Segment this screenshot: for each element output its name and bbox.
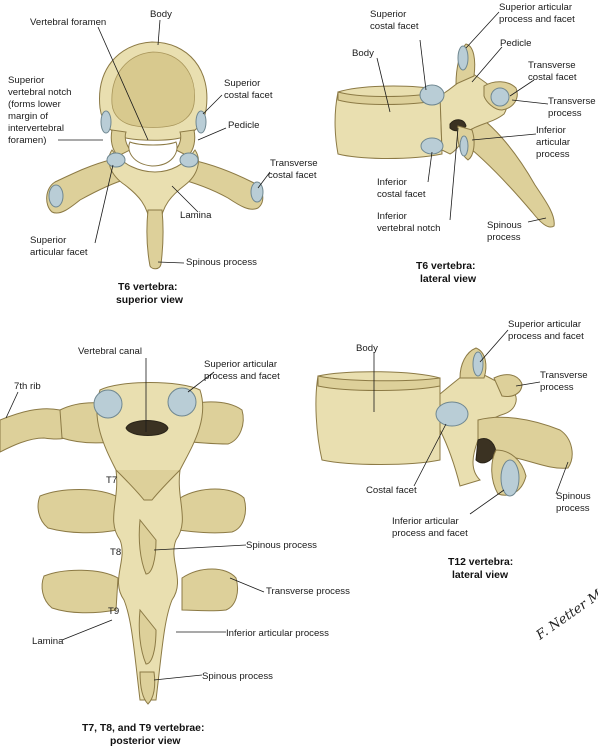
posterior-caption-line2: posterior view (110, 736, 181, 747)
t6-lat-label-inferior-notch-1: Inferior (377, 211, 408, 222)
posterior-label-inferior-articular: Inferior articular process (226, 628, 329, 639)
posterior-label-superior-articular-1: Superior articular (204, 359, 278, 370)
t12-lat-costal-facet (435, 401, 469, 427)
posterior-caption-line1: T7, T8, and T9 vertebrae: (82, 723, 204, 734)
t12-lat-label-transverse-1: Transverse (540, 370, 588, 381)
t6-sup-transverse-costal-facet-right (250, 181, 264, 203)
t6-lat-caption-line1: T6 vertebra: (416, 261, 475, 272)
posterior-label-t9: T9 (108, 606, 119, 617)
t6-sup-label-superior-notch-4: margin of (8, 111, 48, 122)
t7-superior-articular-facet-left (93, 389, 123, 419)
t6-lat-label-inferior-articular-3: process (536, 149, 570, 160)
t6-lat-superior-articular-facet (457, 45, 469, 71)
t6-lat-label-superior-costal-2: costal facet (370, 21, 419, 32)
t6-lat-transverse-costal-facet (490, 87, 510, 107)
posterior-label-lamina: Lamina (32, 636, 64, 647)
posterior-label-vertebral-canal: Vertebral canal (78, 346, 142, 357)
t6-sup-label-superior-notch-6: foramen) (8, 135, 46, 146)
t12-lat-superior-articular-facet (472, 351, 484, 377)
t7-spinous-process (138, 518, 157, 575)
t12-lat-label-spinous-2: process (556, 503, 590, 514)
t12-lat-label-inferior-articular-1: Inferior articular (392, 516, 459, 527)
t6-lat-caption-line2: lateral view (420, 274, 477, 285)
t6-lat-label-inferior-notch-2: vertebral notch (377, 223, 440, 234)
t6-lat-superior-costal-facet (419, 84, 445, 106)
t12-lat-inferior-articular-facet (500, 459, 520, 497)
t6-lat-label-inferior-costal-1: Inferior (377, 177, 408, 188)
t6-sup-spinous-process (146, 209, 164, 270)
t12-lat-caption-line2: lateral view (452, 570, 509, 581)
t12-lat-label-inferior-articular-2: process and facet (392, 528, 468, 539)
t6-lat-inferior-costal-facet (420, 137, 444, 155)
t6-lat-label-superior-costal-1: Superior (370, 9, 407, 20)
t12-lat-label-superior-articular-1: Superior articular (508, 319, 582, 330)
netter-signature: F. Netter M.D. (533, 577, 598, 644)
posterior-label-superior-articular-2: process and facet (204, 371, 280, 382)
posterior-label-seventh-rib: 7th rib (14, 381, 41, 392)
t12-lat-label-body: Body (356, 343, 378, 354)
t6-sup-caption-line1: T6 vertebra: (118, 282, 177, 293)
t6-sup-label-superior-notch-2: vertebral notch (8, 87, 71, 98)
t12-lat-label-spinous-1: Spinous (556, 491, 591, 502)
t8-spinous-process (138, 608, 157, 665)
t12-lat-label-superior-articular-2: process and facet (508, 331, 584, 342)
t6-sup-label-superior-articular-2: articular facet (30, 247, 88, 258)
t6-sup-label-superior-articular-1: Superior (30, 235, 67, 246)
t6-sup-label-superior-costal-1: Superior (224, 78, 261, 89)
t6-sup-label-pedicle: Pedicle (228, 120, 259, 131)
t6-lat-label-superior-articular-2: process and facet (499, 14, 575, 25)
t6-sup-label-superior-notch-3: (forms lower (8, 99, 62, 110)
signature-text: F. Netter M.D. (533, 577, 598, 644)
t6-sup-label-transverse-costal-1: Transverse (270, 158, 318, 169)
t6-sup-superior-costal-facet-left (100, 110, 112, 134)
t6-lat-label-transverse-costal-2: costal facet (528, 72, 577, 83)
t6-lat-label-body: Body (352, 48, 374, 59)
t6-sup-label-superior-notch-1: Superior (8, 75, 45, 86)
t6-sup-transverse-costal-facet-left (48, 184, 64, 208)
posterior-label-t8: T8 (110, 547, 121, 558)
t6-lat-label-inferior-articular-1: Inferior (536, 125, 567, 136)
t7-superior-articular-facet-right (167, 387, 197, 417)
t6-sup-arch (108, 149, 199, 226)
t7-t9-posterior-panel: Vertebral canal Superior articular proce… (0, 346, 350, 747)
t6-sup-body-cancellous (111, 51, 195, 128)
t12-lat-transverse-process (493, 374, 523, 397)
vertebral-canal (125, 420, 169, 436)
t6-lateral-panel: Superior costal facet Superior articular… (334, 2, 596, 285)
t6-lat-label-spinous-2: process (487, 232, 521, 243)
t6-lat-label-inferior-articular-2: articular (536, 137, 571, 148)
t6-sup-label-superior-notch-5: intervertebral (8, 123, 64, 134)
t6-sup-superior-articular-facet-left (106, 152, 126, 168)
t12-lat-caption-line1: T12 vertebra: (448, 557, 513, 568)
t6-lat-label-superior-articular-1: Superior articular (499, 2, 573, 13)
t6-sup-label-lamina: Lamina (180, 210, 212, 221)
t6-sup-superior-costal-facet-right (195, 110, 207, 134)
t12-lateral-panel: Superior articular process and facet Bod… (315, 319, 591, 581)
t6-sup-label-transverse-costal-2: costal facet (268, 170, 317, 181)
t6-sup-caption-line2: superior view (116, 295, 184, 306)
t6-lat-label-transverse-process-2: process (548, 108, 582, 119)
t6-lat-label-transverse-costal-1: Transverse (528, 60, 576, 71)
t12-lat-label-costal-facet: Costal facet (366, 485, 417, 496)
t6-lat-label-pedicle: Pedicle (500, 38, 531, 49)
t6-sup-label-superior-costal-2: costal facet (224, 90, 273, 101)
t6-sup-transverse-process-left (46, 159, 132, 214)
t6-sup-transverse-process-right (175, 159, 264, 210)
posterior-label-spinous-1: Spinous process (246, 540, 317, 551)
posterior-label-t7: T7 (106, 475, 117, 486)
posterior-label-transverse: Transverse process (266, 586, 350, 597)
posterior-label-spinous-2: Spinous process (202, 671, 273, 682)
t12-lat-label-transverse-2: process (540, 382, 574, 393)
t6-lat-label-spinous-1: Spinous (487, 220, 522, 231)
t6-sup-label-spinous: Spinous process (186, 257, 257, 268)
t6-sup-vertebral-foramen (128, 141, 178, 167)
t6-sup-label-vertebral-foramen: Vertebral foramen (30, 17, 106, 28)
t6-sup-superior-articular-facet-right (179, 152, 199, 168)
t6-sup-label-body: Body (150, 9, 172, 20)
t6-lat-label-transverse-process-1: Transverse (548, 96, 596, 107)
t6-lat-label-inferior-costal-2: costal facet (377, 189, 426, 200)
t6-superior-panel: Vertebral foramen Body Superior vertebra… (8, 9, 318, 306)
